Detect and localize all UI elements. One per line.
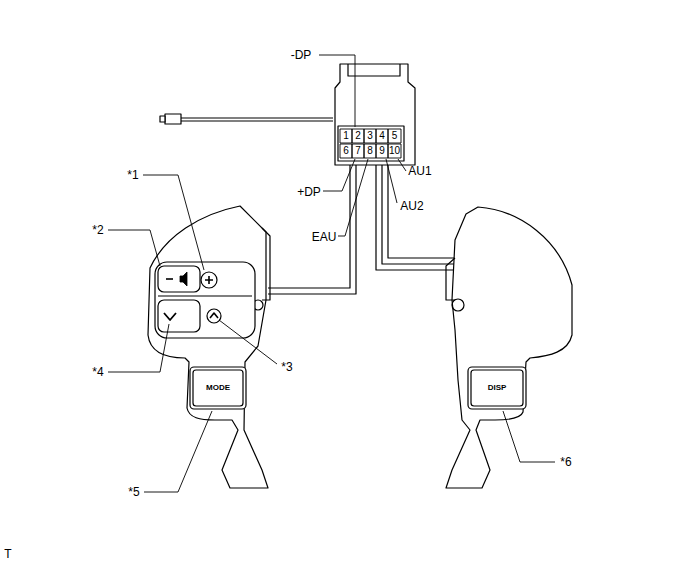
signal-name: +DP: [297, 186, 321, 198]
pin-number: 5: [392, 131, 398, 141]
pin-number: 8: [367, 146, 373, 156]
button-label: MODE: [206, 384, 230, 392]
pin-number: 10: [389, 146, 400, 156]
pin-number: 7: [355, 146, 361, 156]
pin-number: 9: [379, 146, 385, 156]
callout-number: *2: [92, 224, 103, 236]
pin-number: 2: [355, 131, 361, 141]
signal-name: AU2: [400, 200, 423, 212]
callout-number: *5: [128, 486, 139, 498]
callout-number: *6: [560, 456, 571, 468]
pin-number: 6: [343, 146, 349, 156]
callout-number: *4: [92, 366, 103, 378]
signal-name: AU1: [408, 165, 431, 177]
callout-number: *3: [281, 361, 292, 373]
pin-number: 4: [379, 131, 385, 141]
signal-name: EAU: [312, 231, 337, 243]
pin-number: 3: [367, 131, 373, 141]
callout-number: *1: [127, 169, 138, 181]
pin-number: 1: [343, 131, 349, 141]
figure-code: T: [4, 548, 11, 560]
signal-name: -DP: [291, 49, 312, 61]
button-label: DISP: [488, 384, 507, 392]
